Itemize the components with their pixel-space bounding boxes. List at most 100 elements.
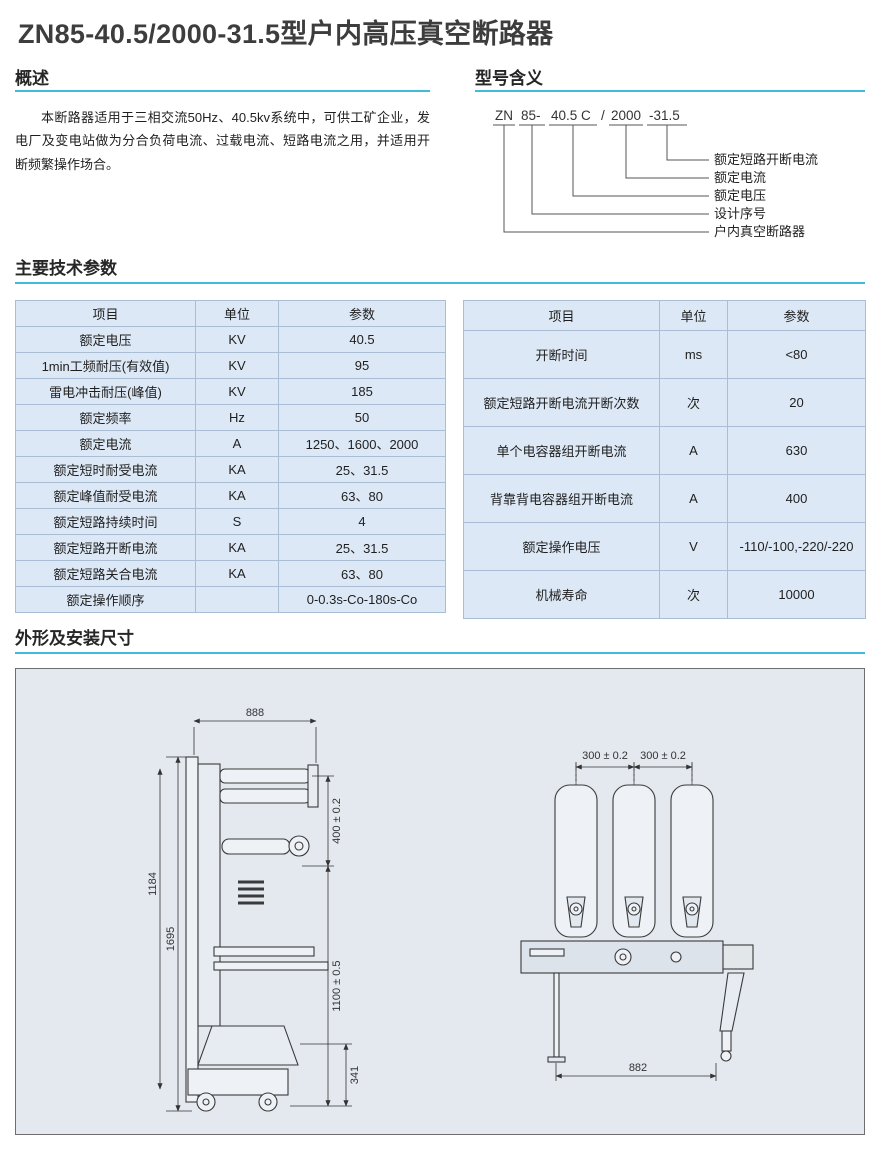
model-code-separator: / [601,108,605,123]
param-value: 95 [278,352,446,379]
param-row: 额定操作顺序 0-0.3s-Co-180s-Co [15,586,446,613]
params-rule [15,282,865,284]
dim-882-label: 882 [629,1062,647,1074]
param-value: 4 [278,508,446,535]
param-unit: A [659,474,728,523]
table-header-row: 项目 单位 参数 [463,300,866,331]
param-value: 25、31.5 [278,534,446,561]
param-unit: 次 [659,378,728,427]
param-unit: KA [195,560,279,587]
model-code-connectors [493,124,709,233]
model-rule [475,90,865,92]
model-code-prefix: ZN [495,108,513,123]
col-header-value: 参数 [727,300,866,331]
param-value: 25、31.5 [278,456,446,483]
param-unit: A [659,426,728,475]
dim-300-left-label: 300 ± 0.2 [582,750,628,762]
param-value: 400 [727,474,866,523]
param-value: 10000 [727,570,866,619]
param-value: <80 [727,330,866,379]
param-name: 额定短路开断电流开断次数 [463,378,660,427]
model-code-breaking: -31.5 [649,108,680,123]
drawing-rule [15,652,865,654]
param-value: 40.5 [278,326,446,353]
model-label-rated-voltage: 额定电压 [714,188,766,203]
overview-heading: 概述 [15,69,49,88]
param-name: 额定峰值耐受电流 [15,482,196,509]
param-unit: ms [659,330,728,379]
side-view-drawing [185,756,329,1112]
model-heading: 型号含义 [475,69,543,88]
param-value: 63、80 [278,482,446,509]
param-value: -110/-100,-220/-220 [727,522,866,571]
param-name: 额定操作顺序 [15,586,196,613]
param-unit: KV [195,352,279,379]
param-name: 机械寿命 [463,570,660,619]
model-label-rated-current: 额定电流 [714,170,766,185]
col-header-value: 参数 [278,300,446,327]
param-name: 背靠背电容器组开断电流 [463,474,660,523]
dim-1184-label: 1184 [147,872,159,896]
param-name: 额定频率 [15,404,196,431]
model-label-design-serial: 设计序号 [714,206,766,221]
model-label-indoor-breaker: 户内真空断路器 [714,224,805,239]
param-value: 630 [727,426,866,475]
param-value: 63、80 [278,560,446,587]
page-title: ZN85-40.5/2000-31.5型户内高压真空断路器 [18,19,554,49]
dim-888-label: 888 [246,707,264,719]
col-header-item: 项目 [463,300,660,331]
param-name: 额定电压 [15,326,196,353]
model-code-voltage: 40.5 C [551,108,591,123]
front-view-dim-labels: 300 ± 0.2 300 ± 0.2 882 [582,750,686,1074]
param-unit: KA [195,482,279,509]
param-value: 50 [278,404,446,431]
dimension-drawing-panel: 888 1184 1695 400 ± 0.2 1100 ± 0.5 341 [15,668,865,1135]
param-name: 额定操作电压 [463,522,660,571]
dim-1695-label: 1695 [165,927,177,951]
model-code-design: 85- [521,108,541,123]
front-view-dimension-lines [555,762,717,1081]
dim-341-label: 341 [349,1066,361,1084]
side-view-dim-labels: 888 1184 1695 400 ± 0.2 1100 ± 0.5 341 [147,707,361,1084]
param-unit: KV [195,378,279,405]
overview-paragraph: 本断路器适用于三相交流50Hz、40.5kv系统中，可供工矿企业，发电厂及变电站… [15,110,430,172]
param-name: 额定短时耐受电流 [15,456,196,483]
param-unit: KA [195,534,279,561]
side-view-dimension-lines [157,718,352,1112]
table-header-row: 项目 单位 参数 [15,300,446,327]
param-unit: V [659,522,728,571]
model-code-diagram: ZN 85- 40.5 C / 2000 -31.5 额定短路开断电流 额定电流… [493,108,818,239]
param-unit: KV [195,326,279,353]
model-label-breaking-current: 额定短路开断电流 [714,152,818,167]
param-unit: A [195,430,279,457]
front-view-drawing [520,763,754,1063]
dim-400-label: 400 ± 0.2 [331,798,343,844]
param-name: 单个电容器组开断电流 [463,426,660,475]
dim-300-right-label: 300 ± 0.2 [640,750,686,762]
param-name: 1min工频耐压(有效值) [15,352,196,379]
param-name: 额定短路关合电流 [15,560,196,587]
param-value: 1250、1600、2000 [278,430,446,457]
col-header-unit: 单位 [195,300,279,327]
drawing-heading: 外形及安装尺寸 [15,629,134,648]
params-heading: 主要技术参数 [15,259,117,278]
param-unit: KA [195,456,279,483]
param-unit: S [195,508,279,535]
param-unit [195,586,279,613]
param-name: 雷电冲击耐压(峰值) [15,378,196,405]
param-name: 额定电流 [15,430,196,457]
param-value: 0-0.3s-Co-180s-Co [278,586,446,613]
